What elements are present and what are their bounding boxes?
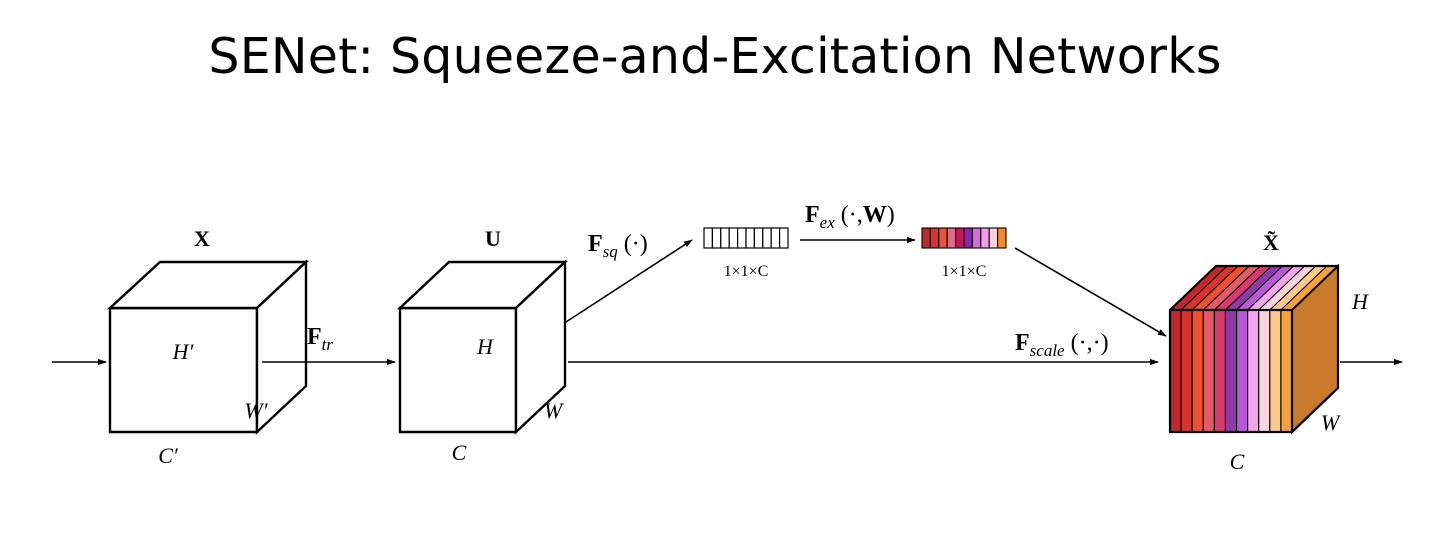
squeeze-vector-dims: 1×1×C	[724, 263, 769, 280]
cube-output-height-label: H	[1351, 289, 1369, 314]
op-ex-label: Fex (·,W)	[805, 202, 895, 232]
squeeze-vector-cell	[753, 227, 764, 249]
excitation-vector-cell	[980, 227, 990, 249]
op-sq-label: Fsq (·)	[588, 231, 648, 261]
cube-x-height-label: H′	[172, 339, 195, 364]
cube-x: X H′ W′ C′	[106, 226, 310, 468]
excitation-vector-cell	[938, 227, 948, 249]
cube-output	[1168, 263, 1340, 435]
squeeze-vector-cell	[703, 227, 713, 249]
cube-u: U H W C	[396, 226, 569, 465]
cube-x-width-label: W′	[244, 398, 268, 423]
cube-x-channel-label: C′	[158, 443, 179, 468]
squeeze-vector-cell	[728, 227, 739, 249]
cube-output-label: X̃	[1263, 230, 1279, 255]
op-tr-label: Ftr	[307, 324, 333, 354]
output-slab-front	[1180, 309, 1193, 433]
squeeze-vector-cell	[720, 227, 730, 249]
output-slab-front	[1258, 309, 1271, 433]
output-slab-front	[1191, 309, 1204, 433]
excitation-vector-cell	[955, 227, 965, 249]
excitation-vector	[921, 227, 1007, 249]
excitation-vector-cell	[921, 227, 931, 249]
output-slab-front	[1235, 309, 1249, 433]
excitation-vector-cell	[963, 227, 973, 249]
output-slab-front	[1169, 309, 1182, 433]
squeeze-vector	[703, 227, 789, 249]
output-slab-front	[1269, 309, 1282, 433]
op-scale-label: Fscale (·,·)	[1015, 330, 1109, 360]
output-slab-front	[1280, 309, 1293, 433]
output-slab-front	[1213, 309, 1227, 433]
excitation-vector-dims: 1×1×C	[942, 263, 987, 280]
cube-u-label: U	[485, 226, 501, 251]
squeeze-vector-cell	[711, 227, 722, 249]
page-title: SENet: Squeeze-and-Excitation Networks	[208, 28, 1222, 85]
cube-x-label: X	[194, 226, 210, 251]
cube-output-channel-label: C	[1230, 449, 1245, 474]
excitation-vector-cell	[988, 227, 999, 249]
squeeze-vector-cell	[745, 227, 755, 249]
cube-u-channel-label: C	[452, 440, 467, 465]
squeeze-vector-cell	[762, 227, 772, 249]
squeeze-vector-cell	[778, 227, 789, 249]
squeeze-vector-cell	[736, 227, 747, 249]
output-slab-front	[1202, 309, 1215, 433]
squeeze-arrow	[565, 239, 693, 323]
squeeze-vector-cell	[770, 227, 781, 249]
output-slab-front	[1224, 309, 1238, 433]
output-slab-front	[1247, 309, 1260, 433]
output-back-outline	[1169, 264, 1340, 433]
cube-u-width-label: W	[544, 398, 564, 423]
excitation-vector-cell	[929, 227, 940, 249]
cube-output-width-label: W	[1321, 410, 1341, 435]
output-front-outline	[1168, 308, 1294, 434]
excitation-vector-cell	[971, 227, 982, 249]
excitation-vector-cell	[946, 227, 957, 249]
scale-weights-arrow	[1014, 247, 1167, 337]
cube-u-height-label: H	[476, 334, 494, 359]
excitation-vector-cell	[997, 227, 1007, 249]
